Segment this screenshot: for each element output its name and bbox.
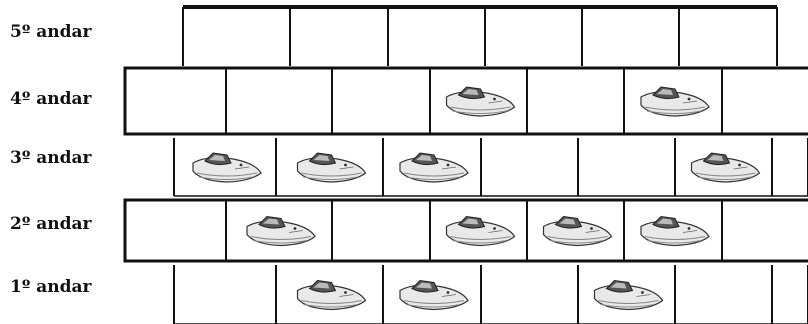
boat-icon [298,281,366,310]
boat-icon [447,217,515,246]
boat-icon [447,87,515,116]
floor-label: 3º andar [10,148,93,168]
boat-icon [641,217,709,246]
floor-row [183,7,777,66]
boat-icon [641,87,709,116]
boat-icon [544,217,612,246]
floor-label: 5º andar [10,22,93,42]
floor-label: 1º andar [10,277,93,297]
boat-icon [247,217,315,246]
boat-icon [692,153,760,182]
floor-row [174,265,808,324]
boat-icon [400,281,468,310]
boat-icon [595,281,663,310]
floor-label: 2º andar [10,214,93,234]
boat-icon [298,153,366,182]
boat-icon [193,153,261,182]
boat-icon [400,153,468,182]
floor-label: 4º andar [10,89,93,109]
